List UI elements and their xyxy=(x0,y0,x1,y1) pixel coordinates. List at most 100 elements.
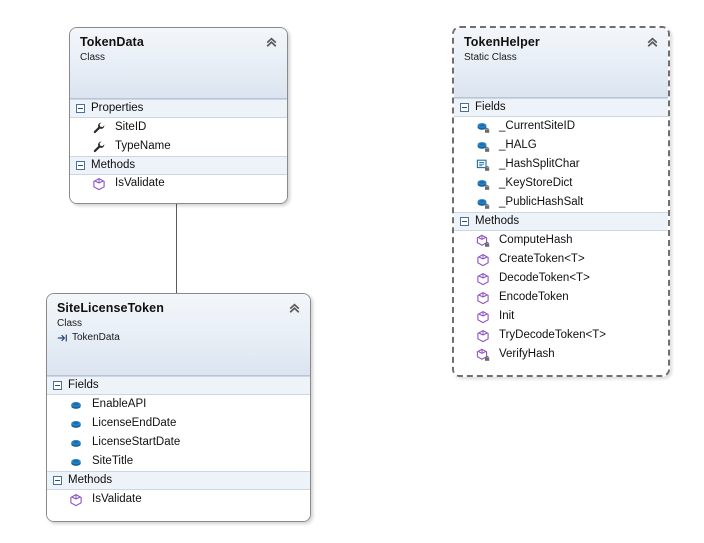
compartment-header-fields[interactable]: Fields xyxy=(454,98,668,117)
class-title: SiteLicenseToken xyxy=(57,301,164,315)
constant-private-icon xyxy=(476,158,490,172)
compartment-label: Fields xyxy=(68,379,99,391)
compartment-header-methods[interactable]: Methods xyxy=(70,156,287,175)
member-row[interactable]: ComputeHash xyxy=(454,231,668,250)
class-title: TokenHelper xyxy=(464,35,540,49)
member-label: VerifyHash xyxy=(499,348,555,360)
collapse-chevron-up-icon[interactable] xyxy=(646,36,659,49)
method-icon xyxy=(69,493,83,507)
collapse-toggle-icon[interactable] xyxy=(460,217,469,226)
base-class-row[interactable]: TokenData xyxy=(57,331,300,345)
member-row[interactable]: IsValidate xyxy=(47,490,310,509)
member-row[interactable]: LicenseEndDate xyxy=(47,414,310,433)
member-label: DecodeToken<T> xyxy=(499,272,590,284)
inheritance-connector-line[interactable] xyxy=(176,199,177,293)
member-label: LicenseEndDate xyxy=(92,417,177,429)
member-label: TryDecodeToken<T> xyxy=(499,329,606,341)
compartment-label: Methods xyxy=(68,474,113,486)
member-row[interactable]: EnableAPI xyxy=(47,395,310,414)
member-row[interactable]: _HALG xyxy=(454,136,668,155)
field-private-icon xyxy=(476,120,490,134)
member-row[interactable]: SiteTitle xyxy=(47,452,310,471)
method-icon xyxy=(92,177,106,191)
compartment-header-fields[interactable]: Fields xyxy=(47,376,310,395)
member-label: IsValidate xyxy=(115,177,165,189)
method-icon xyxy=(476,291,490,305)
class-stereotype: Static Class xyxy=(464,52,517,63)
member-label: EncodeToken xyxy=(499,291,569,303)
property-icon xyxy=(92,140,106,154)
field-private-icon xyxy=(476,177,490,191)
member-row[interactable]: TypeName xyxy=(70,137,287,156)
class-body-token-helper: Fields _CurrentSiteID xyxy=(454,98,668,375)
member-row[interactable]: Init xyxy=(454,307,668,326)
class-body-token-data: Properties SiteID TypeName xyxy=(70,99,287,203)
compartment-label: Methods xyxy=(91,159,136,171)
field-icon xyxy=(69,417,83,431)
member-label: _HashSplitChar xyxy=(499,158,580,170)
class-stereotype: Class xyxy=(80,52,106,63)
member-label: CreateToken<T> xyxy=(499,253,585,265)
member-row[interactable]: CreateToken<T> xyxy=(454,250,668,269)
method-icon xyxy=(476,272,490,286)
member-row[interactable]: _CurrentSiteID xyxy=(454,117,668,136)
member-row[interactable]: _KeyStoreDict xyxy=(454,174,668,193)
collapse-toggle-icon[interactable] xyxy=(53,476,62,485)
method-private-icon xyxy=(476,234,490,248)
compartment-spacer xyxy=(70,194,287,203)
collapse-toggle-icon[interactable] xyxy=(53,381,62,390)
member-label: IsValidate xyxy=(92,493,142,505)
property-icon xyxy=(92,121,106,135)
member-label: SiteTitle xyxy=(92,455,134,467)
compartment-spacer xyxy=(454,364,668,375)
field-private-icon xyxy=(476,139,490,153)
class-box-token-data[interactable]: TokenData Class Properties SiteID xyxy=(69,27,288,204)
member-label: LicenseStartDate xyxy=(92,436,181,448)
member-label: _CurrentSiteID xyxy=(499,120,576,132)
class-header-token-helper[interactable]: TokenHelper Static Class xyxy=(454,28,668,98)
method-icon xyxy=(476,310,490,324)
collapse-toggle-icon[interactable] xyxy=(76,104,85,113)
compartment-spacer xyxy=(47,509,310,521)
class-body-site-license-token: Fields EnableAPI xyxy=(47,376,310,521)
field-icon xyxy=(69,455,83,469)
compartment-header-methods[interactable]: Methods xyxy=(454,212,668,231)
method-icon xyxy=(476,253,490,267)
member-label: Init xyxy=(499,310,515,322)
class-header-site-license-token[interactable]: SiteLicenseToken Class TokenData xyxy=(47,294,310,376)
member-label: _HALG xyxy=(499,139,537,151)
collapse-chevron-up-icon[interactable] xyxy=(288,302,301,315)
member-row[interactable]: DecodeToken<T> xyxy=(454,269,668,288)
member-row[interactable]: LicenseStartDate xyxy=(47,433,310,452)
collapse-toggle-icon[interactable] xyxy=(76,161,85,170)
method-icon xyxy=(476,329,490,343)
compartment-label: Methods xyxy=(475,215,520,227)
member-label: _KeyStoreDict xyxy=(499,177,573,189)
base-class-label: TokenData xyxy=(72,332,120,343)
member-row[interactable]: _PublicHashSalt xyxy=(454,193,668,212)
compartment-header-properties[interactable]: Properties xyxy=(70,99,287,118)
field-private-icon xyxy=(476,196,490,210)
member-label: _PublicHashSalt xyxy=(499,196,584,208)
member-label: SiteID xyxy=(115,121,147,133)
member-row[interactable]: TryDecodeToken<T> xyxy=(454,326,668,345)
member-row[interactable]: IsValidate xyxy=(70,175,287,194)
collapse-toggle-icon[interactable] xyxy=(460,103,469,112)
member-row[interactable]: _HashSplitChar xyxy=(454,155,668,174)
member-label: EnableAPI xyxy=(92,398,147,410)
member-row[interactable]: VerifyHash xyxy=(454,345,668,364)
member-row[interactable]: SiteID xyxy=(70,118,287,137)
field-icon xyxy=(69,398,83,412)
field-icon xyxy=(69,436,83,450)
method-private-icon xyxy=(476,348,490,362)
member-row[interactable]: EncodeToken xyxy=(454,288,668,307)
collapse-chevron-up-icon[interactable] xyxy=(265,36,278,49)
compartment-label: Properties xyxy=(91,102,144,114)
compartment-header-methods[interactable]: Methods xyxy=(47,471,310,490)
class-header-token-data[interactable]: TokenData Class xyxy=(70,28,287,99)
member-label: ComputeHash xyxy=(499,234,573,246)
class-box-site-license-token[interactable]: SiteLicenseToken Class TokenData Fields xyxy=(46,293,311,522)
class-title: TokenData xyxy=(80,35,144,49)
class-box-token-helper[interactable]: TokenHelper Static Class Fields xyxy=(452,26,670,377)
